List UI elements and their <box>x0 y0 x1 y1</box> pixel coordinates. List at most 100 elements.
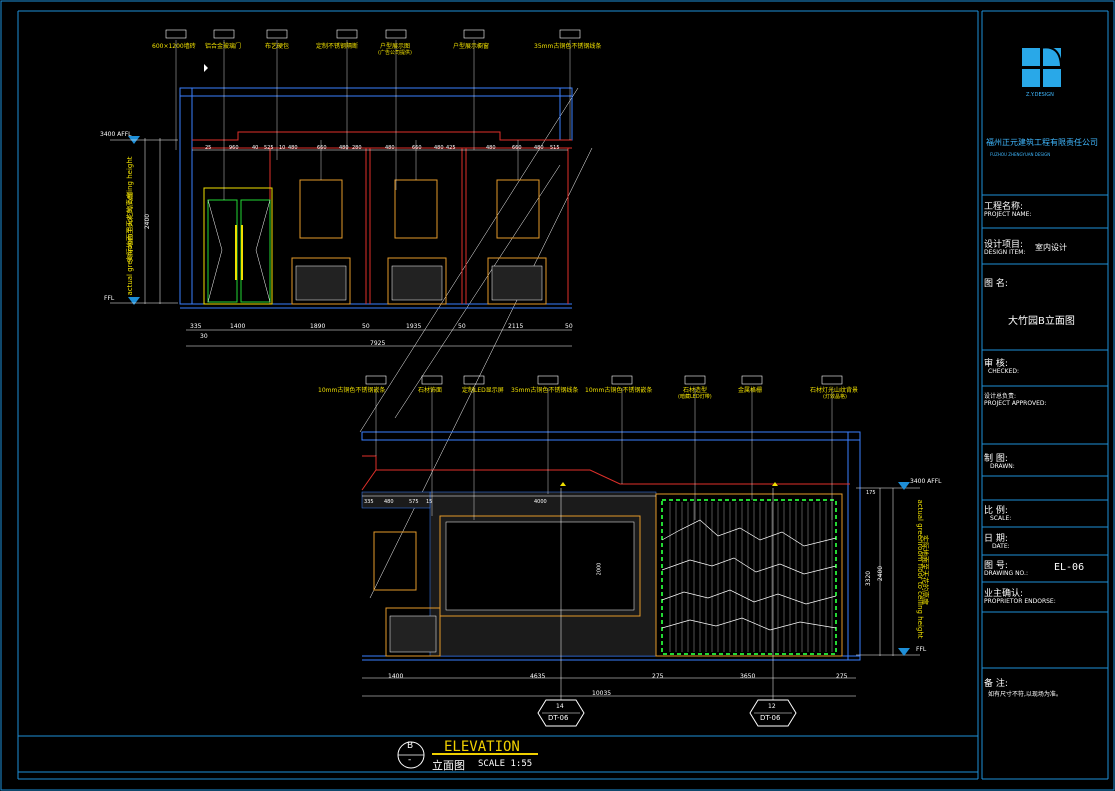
drawing-no-label: 图 号: <box>984 561 1008 571</box>
bottom-height-dim-2: 3320 <box>865 570 873 587</box>
top-dim-0: 25 <box>205 145 212 151</box>
title-letter: B <box>407 741 414 751</box>
callout-metal-grille: 金属格栅 <box>738 387 763 394</box>
top-level-label: 3400 AFFL <box>100 131 132 138</box>
top-dim-5: 480 <box>288 145 298 151</box>
date-label-en: DATE: <box>992 543 1010 550</box>
callout-stone-finish: 石材饰面 <box>418 387 443 394</box>
bottom-small-right-dim: 175 <box>866 490 876 496</box>
bottom-top-dim-3: 15 <box>426 499 433 505</box>
notes-text: 如有尺寸不符,以现场为准。 <box>988 691 1062 698</box>
bottom-top-dim-0: 335 <box>364 499 374 505</box>
title-block-grid <box>982 194 1108 669</box>
title-dash: - <box>408 755 412 765</box>
top-dim-17: 480 <box>486 145 496 151</box>
checked-label-en: CHECKED: <box>988 368 1020 375</box>
endorse-label: 业主确认: <box>984 589 1024 599</box>
drawing-no-value: EL-06 <box>1054 562 1085 573</box>
top-dim-18: 660 <box>512 145 522 151</box>
bottom-inner-dim: 2000 <box>596 562 603 576</box>
top-ffl-label: FFL <box>104 295 115 302</box>
bottom-top-dim-2: 575 <box>409 499 419 505</box>
bottom-top-dim-1: 480 <box>384 499 394 505</box>
bottom-dim-0: 1400 <box>388 673 404 680</box>
bottom-level-label: 3400 AFFL <box>910 478 942 485</box>
bottom-dim-4: 275 <box>836 673 848 680</box>
callout-glass-door: 铝合金玻璃门 <box>205 43 242 50</box>
date-label: 日 期: <box>984 534 1008 544</box>
company-name-en: FUZHOU ZHENGYUAN DESIGN <box>990 152 1051 157</box>
logo-caption: Z.Y.DESIGN <box>1026 92 1054 98</box>
top-bottom-dim-6: 2115 <box>508 323 524 330</box>
top-height-note-cn: 实际地面至天花的高度 <box>126 192 134 262</box>
callout-bronze-inlay-1: 10mm古铜色不锈钢嵌条 <box>318 387 386 394</box>
design-item-label: 设计项目: <box>984 240 1024 250</box>
top-dim-9: 280 <box>352 145 362 151</box>
detail-tag-2-ref: DT-06 <box>760 714 781 722</box>
top-bottom-dim-3: 50 <box>362 323 370 330</box>
detail-tag-2-number: 12 <box>768 703 776 710</box>
callout-floorplan-display-sub: (广告公司提供) <box>378 50 412 56</box>
top-dim-6: 660 <box>317 145 327 151</box>
approved-label-en: PROJECT APPROVED: <box>984 400 1047 407</box>
top-dim-11: 480 <box>385 145 395 151</box>
callout-bronze-inlay-2: 10mm古铜色不锈钢嵌条 <box>585 387 653 394</box>
top-elevation <box>110 29 581 347</box>
top-bottom-dim-7: 50 <box>565 323 573 330</box>
bottom-height-dim: 2400 <box>877 565 885 582</box>
design-item-value: 室内设计 <box>1035 243 1067 252</box>
drawn-label-en: DRAWN: <box>990 463 1015 470</box>
top-dim-3: 525 <box>264 145 274 151</box>
bottom-ffl-label: FFL <box>916 646 927 653</box>
top-dim-15: 425 <box>446 145 456 151</box>
bottom-total-dim: 10035 <box>592 690 612 697</box>
detail-tag-1-ref: DT-06 <box>548 714 569 722</box>
bottom-height-note-cn: 实际地面至天花的高度 <box>921 535 929 605</box>
drawing-name-value: 大竹园B立面图 <box>1008 316 1075 327</box>
callout-bronze-strip: 35mm古铜色不锈钢线条 <box>534 43 602 50</box>
top-dim-4: 10 <box>279 145 286 151</box>
scale-label: 比 例: <box>984 506 1008 516</box>
company-logo <box>1022 46 1062 87</box>
callout-wall-tile: 600×1200墙砖 <box>152 43 196 50</box>
drawing-name-label: 图 名: <box>984 279 1008 289</box>
callout-stone-mountain-sub: (灯效晶格) <box>823 394 847 400</box>
top-bottom-dim-1: 1400 <box>230 323 246 330</box>
drawing-title-graphic <box>397 741 538 769</box>
endorse-label-en: PROPRIETOR ENDORSE: <box>984 598 1056 605</box>
checked-label: 审 核: <box>984 359 1008 369</box>
top-dim-21: 515 <box>550 145 560 151</box>
top-dim-19: 480 <box>534 145 544 151</box>
drawing-scale: SCALE 1:55 <box>478 759 533 769</box>
scale-label-en: SCALE: <box>990 515 1012 522</box>
drawn-label: 制 图: <box>984 454 1008 464</box>
detail-tag-1-number: 14 <box>556 703 564 710</box>
top-dim-12: 660 <box>412 145 422 151</box>
drawing-title: ELEVATION <box>444 739 520 755</box>
top-bottom-dim-5: 50 <box>458 323 466 330</box>
top-bottom-dim-2: 1890 <box>310 323 326 330</box>
callout-steel-partition: 定制不锈钢隔断 <box>316 43 359 50</box>
callout-stone-feature-sub: (暗藏LED灯带) <box>678 394 712 400</box>
top-height-dim: 2400 <box>144 213 152 230</box>
callout-floorplan-display: 户型展示图 <box>380 43 411 50</box>
callout-display-window: 户型展示橱窗 <box>453 43 490 50</box>
company-name: 福州正元建筑工程有限责任公司 <box>986 138 1098 147</box>
design-item-label-en: DESIGN ITEM: <box>984 249 1026 256</box>
approved-label: 设计总负责: <box>984 393 1017 400</box>
drawing-subtitle: 立面图 <box>432 759 465 772</box>
callout-stone-feature: 石材造型 <box>683 387 708 394</box>
project-name-label-en: PROJECT NAME: <box>984 211 1032 218</box>
top-dim-2: 40 <box>252 145 259 151</box>
callout-stone-mountain: 石材灯光山纹背景 <box>810 387 859 394</box>
top-left-small-dim: 30 <box>200 333 208 340</box>
bottom-dim-1: 4635 <box>530 673 546 680</box>
bottom-elevation <box>361 375 920 727</box>
top-dim-7: 480 <box>339 145 349 151</box>
top-dim-1: 960 <box>229 145 239 151</box>
callout-bronze-strip-2: 35mm古铜色不锈钢线条 <box>511 387 579 394</box>
top-bottom-dim-0: 335 <box>190 323 202 330</box>
top-total-dim: 7925 <box>370 340 386 347</box>
top-dim-13: 480 <box>434 145 444 151</box>
